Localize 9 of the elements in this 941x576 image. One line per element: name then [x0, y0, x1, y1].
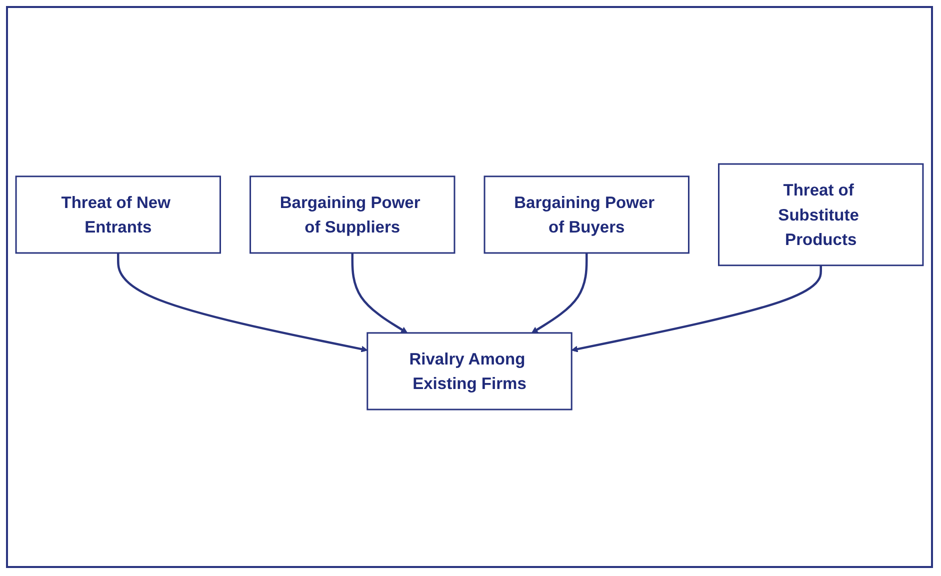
node-box: Bargaining Power of Suppliers: [250, 176, 456, 254]
arrow: [351, 253, 408, 334]
node-box: Bargaining Power of Buyers: [484, 176, 690, 254]
arrow: [531, 253, 588, 334]
arrow: [571, 266, 822, 353]
node-box: Rivalry Among Existing Firms: [366, 332, 572, 410]
node-box: Threat of Substitute Products: [718, 164, 924, 266]
node-box: Threat of New Entrants: [15, 176, 221, 254]
arrow: [117, 253, 368, 353]
